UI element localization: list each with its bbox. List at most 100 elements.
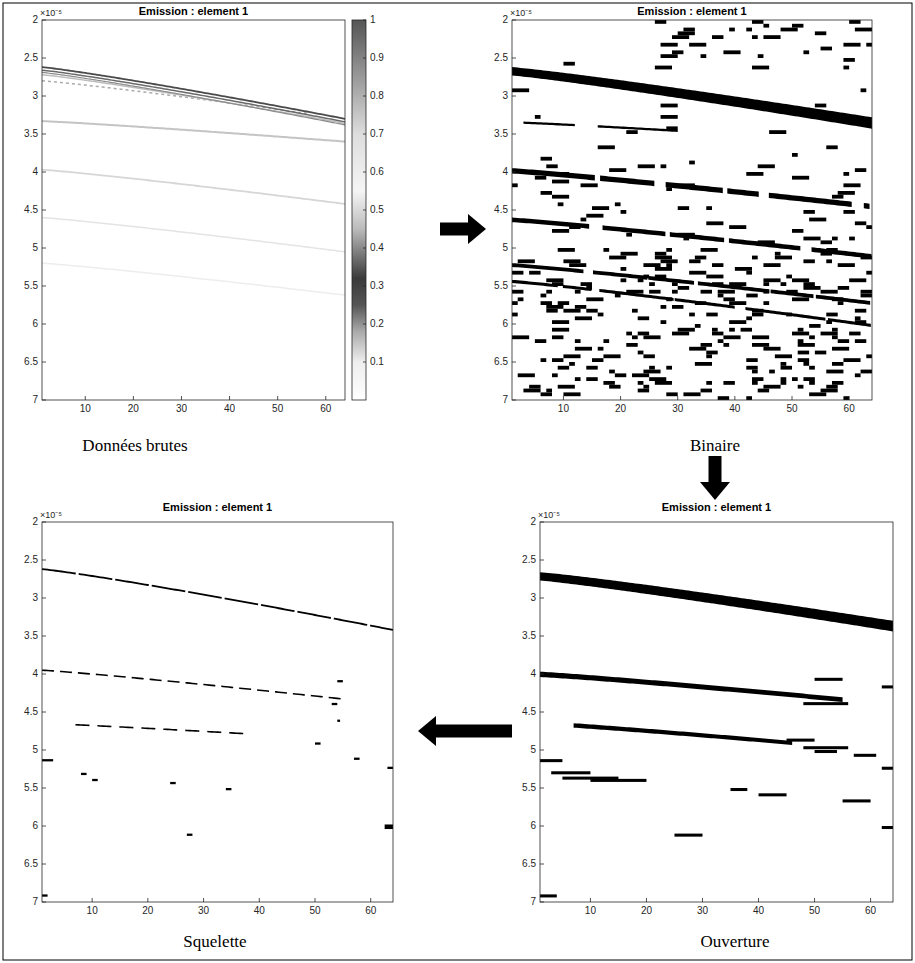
signal-fragment bbox=[92, 779, 98, 781]
signal-fragment bbox=[803, 362, 809, 366]
signal-fragment bbox=[832, 381, 843, 385]
signal-fragment bbox=[678, 31, 695, 35]
signal-fragment bbox=[752, 381, 758, 385]
signal-fragment bbox=[552, 358, 563, 362]
signal-fragment bbox=[866, 354, 872, 358]
signal-fragment bbox=[815, 351, 826, 355]
signal-fragment bbox=[638, 381, 644, 385]
colorbar-tick: 0.7 bbox=[370, 128, 384, 140]
signal-fragment bbox=[849, 278, 866, 282]
axis-tick: 6.5 bbox=[24, 356, 38, 368]
signal-fragment bbox=[546, 278, 563, 282]
signal-fragment bbox=[821, 252, 832, 256]
signal-fragment bbox=[792, 176, 809, 180]
colorbar-tick: 0.9 bbox=[370, 52, 384, 64]
tick-mark bbox=[540, 674, 544, 675]
signal-fragment bbox=[746, 172, 763, 176]
axis-tick: 2 bbox=[502, 14, 508, 26]
signal-fragment bbox=[609, 370, 615, 374]
axis-tick: 4.5 bbox=[494, 204, 508, 216]
signal-fragment bbox=[723, 335, 740, 339]
axis-tick: 2.5 bbox=[522, 554, 536, 566]
binary-plot bbox=[512, 20, 872, 400]
signal-fragment bbox=[643, 335, 660, 339]
signal-fragment bbox=[826, 313, 837, 317]
signal-fragment bbox=[683, 392, 700, 396]
tick-mark bbox=[363, 20, 366, 21]
signal-fragment bbox=[678, 233, 695, 237]
axis-tick: 20 bbox=[142, 905, 153, 917]
signal-fragment bbox=[643, 370, 660, 374]
axis-tick: 2.5 bbox=[24, 554, 38, 566]
axis-tick: 7 bbox=[32, 896, 38, 908]
signal-fragment bbox=[798, 339, 804, 343]
signal-fragment bbox=[512, 313, 518, 317]
signal-fragment bbox=[661, 54, 678, 58]
axis-tick: 4.5 bbox=[24, 706, 38, 718]
signal-fragment bbox=[843, 58, 854, 62]
signal-fragment bbox=[552, 282, 563, 286]
signal-fragment bbox=[678, 206, 689, 210]
signal-fragment bbox=[775, 354, 792, 358]
signal-fragment bbox=[826, 370, 843, 374]
signal-fragment bbox=[861, 290, 872, 294]
colorbar-tick: 1 bbox=[370, 14, 376, 26]
signal-fragment bbox=[666, 187, 672, 191]
signal-fragment bbox=[815, 31, 826, 35]
axis-tick: 10 bbox=[87, 905, 98, 917]
signal-fragment bbox=[759, 793, 787, 796]
signal-fragment bbox=[729, 28, 735, 32]
signal-fragment bbox=[655, 252, 666, 256]
axis-tick: 60 bbox=[320, 403, 331, 415]
signal-fragment bbox=[746, 271, 752, 275]
signal-fragment bbox=[541, 294, 547, 298]
signal-fragment bbox=[763, 282, 769, 286]
signal-fragment bbox=[832, 335, 838, 339]
signal-fragment bbox=[666, 263, 672, 267]
signal-fragment bbox=[781, 381, 787, 385]
axis-tick: 5 bbox=[530, 744, 536, 756]
signal-band bbox=[512, 218, 589, 229]
signal-band bbox=[540, 572, 893, 631]
axis-tick: 40 bbox=[224, 403, 235, 415]
signal-band bbox=[812, 247, 872, 258]
signal-line bbox=[42, 670, 343, 699]
signal-fragment bbox=[332, 703, 338, 705]
axis-tick: 4 bbox=[502, 166, 508, 178]
signal-fragment bbox=[226, 788, 232, 790]
tick-mark bbox=[590, 898, 591, 902]
signal-fragment bbox=[855, 221, 866, 225]
tick-mark bbox=[42, 20, 46, 21]
signal-fragment bbox=[558, 301, 569, 305]
signal-fragment bbox=[621, 278, 627, 282]
tick-mark bbox=[849, 396, 850, 400]
signal-fragment bbox=[563, 62, 574, 66]
signal-fragment bbox=[81, 773, 87, 775]
axis-tick: 6.5 bbox=[522, 858, 536, 870]
signal-fragment bbox=[821, 389, 838, 393]
signal-fragment bbox=[661, 320, 667, 324]
signal-band bbox=[574, 723, 793, 745]
tick-mark bbox=[646, 898, 647, 902]
axis-tick: 60 bbox=[865, 905, 876, 917]
axis-tick: 6 bbox=[502, 318, 508, 330]
signal-fragment bbox=[809, 366, 815, 370]
signal-fragment bbox=[758, 164, 775, 168]
tick-mark bbox=[42, 134, 46, 135]
signal-fragment bbox=[775, 256, 792, 260]
signal-line bbox=[42, 170, 345, 204]
tick-mark bbox=[147, 898, 148, 902]
signal-fragment bbox=[752, 370, 758, 374]
colorbar-tick: 0.1 bbox=[370, 356, 384, 368]
signal-band bbox=[729, 238, 800, 250]
signal-fragment bbox=[615, 373, 626, 377]
signal-fragment bbox=[552, 328, 569, 332]
tick-mark bbox=[42, 248, 46, 249]
raw-data-plot bbox=[42, 67, 345, 295]
signal-fragment bbox=[42, 894, 48, 896]
tick-mark bbox=[512, 20, 516, 21]
signal-fragment bbox=[689, 313, 695, 317]
axis-tick: 6 bbox=[530, 820, 536, 832]
colorbar-tick: 0.6 bbox=[370, 166, 384, 178]
signal-band bbox=[828, 318, 871, 327]
